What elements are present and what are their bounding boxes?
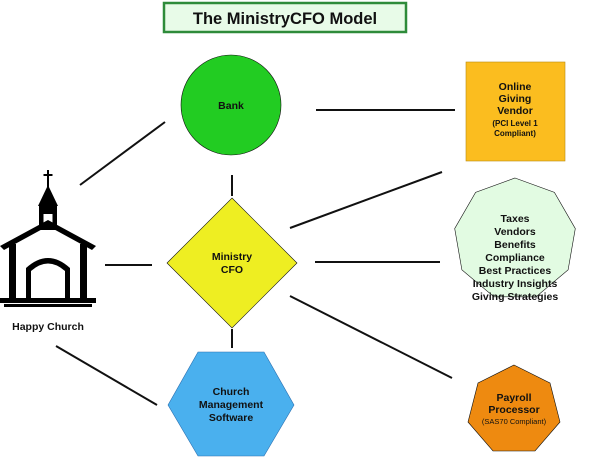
- ministry-cfo-label-line1: Ministry: [212, 251, 252, 263]
- payroll-sub: (SAS70 Compliant): [482, 417, 547, 426]
- ministry-cfo-label-line2: CFO: [221, 264, 243, 276]
- title-border: [162, 1, 408, 34]
- payroll-heptagon: [467, 364, 561, 452]
- church-software-line1: Church: [213, 386, 250, 398]
- bank-circle: [180, 54, 282, 156]
- services-item-compliance: Compliance: [485, 252, 545, 264]
- services-item-vendors: Vendors: [494, 226, 536, 238]
- ministry-cfo-diamond: [166, 197, 298, 329]
- connector-cfo-payroll: [289, 295, 453, 379]
- services-item-industry-insights: Industry Insights: [473, 278, 558, 290]
- page-title: The MinistryCFO Model: [193, 10, 377, 28]
- services-item-benefits: Benefits: [494, 239, 536, 251]
- payroll-node: Payroll Processor (SAS70 Compliant): [467, 364, 561, 452]
- church-software-hexagon: [167, 351, 295, 457]
- online-giving-node: Online Giving Vendor (PCI Level 1 Compli…: [465, 61, 566, 162]
- online-giving-square: [465, 61, 566, 162]
- online-giving-sub1: (PCI Level 1: [492, 119, 538, 128]
- church-icon: [0, 170, 96, 307]
- church-software-line2: Management: [199, 399, 264, 411]
- connectors: [55, 109, 455, 406]
- payroll-line2: Processor: [488, 404, 539, 416]
- connector-church-bank: [79, 121, 166, 186]
- church-software-line3: Software: [209, 412, 254, 424]
- services-item-taxes: Taxes: [501, 213, 530, 225]
- title-background: [164, 3, 406, 32]
- title-box: The MinistryCFO Model: [162, 1, 408, 34]
- payroll-line1: Payroll: [496, 392, 531, 404]
- connector-church-software: [55, 345, 158, 406]
- bank-label: Bank: [218, 100, 244, 112]
- services-node: Taxes Vendors Benefits Compliance Best P…: [454, 177, 576, 303]
- church-software-node: Church Management Software: [167, 351, 295, 457]
- services-item-best-practices: Best Practices: [479, 265, 552, 277]
- online-giving-line1: Online: [499, 81, 532, 93]
- services-nonagon: [454, 177, 576, 298]
- online-giving-sub2: Compliant): [494, 129, 536, 138]
- church-label: Happy Church: [12, 321, 84, 333]
- ministry-cfo-node: Ministry CFO: [166, 197, 298, 329]
- connector-cfo-online-giving: [289, 171, 443, 229]
- bank-node: Bank: [180, 54, 282, 156]
- services-item-giving-strategies: Giving Strategies: [472, 291, 559, 303]
- online-giving-line2: Giving: [499, 93, 532, 105]
- online-giving-line3: Vendor: [497, 105, 533, 117]
